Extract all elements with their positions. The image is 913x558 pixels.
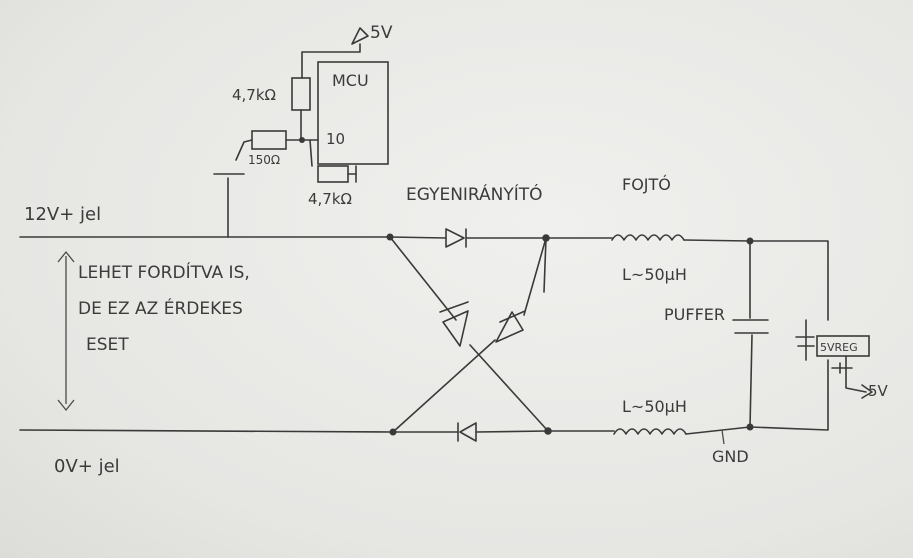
junction-dot: [299, 137, 305, 143]
label-r-series: 150Ω: [248, 153, 280, 167]
bottom-rail-wire: [19, 429, 393, 433]
label-gnd: GND: [712, 447, 749, 466]
resistor-series: [251, 130, 287, 150]
label-line-bottom: 0V+ jel: [54, 456, 120, 477]
vcc-triangle: [351, 27, 369, 45]
label-pin: 10: [326, 130, 345, 148]
vcc-wire: [301, 43, 361, 79]
diode-cross-right: [392, 237, 547, 433]
note-line-2: DE EZ AZ ÉRDEKES: [78, 297, 243, 319]
resistor-pullup: [291, 77, 311, 111]
buffer-capacitor: [732, 240, 769, 428]
diode-top: [389, 228, 547, 248]
label-vcc-out: 5V: [868, 382, 889, 400]
label-rectifier: EGYENIRÁNYÍTÓ: [406, 183, 543, 205]
label-choke-top: L~50μH: [622, 265, 687, 284]
choke-top: [545, 234, 751, 242]
note-line-1: LEHET FORDÍTVA IS,: [78, 261, 250, 283]
diode-bottom: [392, 422, 549, 442]
label-line-top: 12V+ jel: [24, 204, 101, 225]
vcc-out-arrow: [861, 384, 873, 399]
label-choke-bottom: L~50μH: [622, 397, 687, 416]
label-r-pullup: 4,7kΩ: [232, 86, 276, 104]
mcu-box: [317, 61, 389, 165]
label-r-pulldown: 4,7kΩ: [308, 190, 352, 208]
label-vcc-top: 5V: [370, 23, 393, 43]
label-regulator: 5VREG: [820, 341, 858, 354]
output-top-wire: [749, 240, 829, 321]
bridge-vertical-wire: [543, 237, 547, 293]
regulator-block: [795, 319, 870, 393]
diode-cross-left: [389, 236, 549, 432]
label-choke-title: FOJTÓ: [622, 175, 671, 194]
output-bottom-wire: [749, 359, 829, 431]
choke-bottom: [547, 426, 751, 435]
label-mcu: MCU: [332, 71, 369, 90]
label-buffer: PUFFER: [664, 305, 725, 324]
note-line-3: ESET: [86, 335, 129, 355]
gnd-stub: [721, 429, 725, 445]
resistor-pulldown: [317, 165, 349, 183]
